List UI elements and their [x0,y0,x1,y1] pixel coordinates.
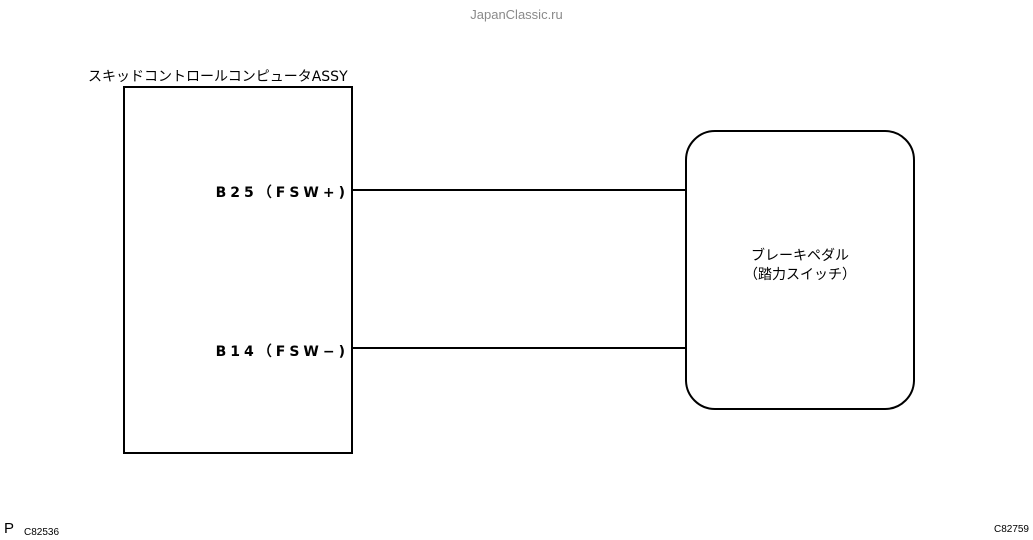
pin-label-b14: B14（FSW−) [215,344,349,360]
footer-letter: P [4,520,15,537]
switch-label-line2: （踏力スイッチ） [744,267,856,283]
watermark: JapanClassic.ru [470,7,563,22]
brake-pedal-switch-label: ブレーキペダル （踏力スイッチ） [685,247,915,285]
switch-label-line1: ブレーキペダル [751,248,849,264]
ecu-title: スキッドコントロールコンピュータASSY [88,69,348,85]
brake-pedal-switch-box [685,130,915,410]
footer-code-left: C82536 [24,527,60,538]
pin-label-b25: B25（FSW+) [215,185,349,201]
wire-b14 [351,347,686,349]
wire-b25 [351,189,686,191]
footer-code-right: C82759 [993,524,1029,535]
ecu-box [123,86,353,454]
